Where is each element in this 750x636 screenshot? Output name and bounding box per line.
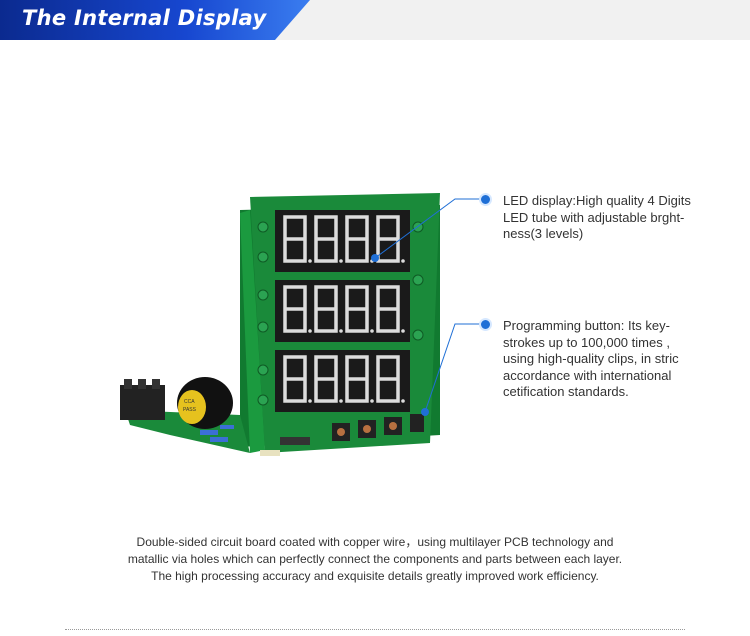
led-digit [314,285,338,333]
programming-buttons [332,414,424,441]
led-decimal-point [370,259,374,263]
header-tab [0,0,310,40]
led-decimal-point [401,399,405,403]
led-digit [314,215,338,263]
led-digit [345,215,369,263]
svg-text:PASS: PASS [183,407,197,413]
caption-line: Double-sided circuit board coated with c… [136,535,614,549]
callout-line: using high-quality clips, in stric [503,351,679,366]
callout-bullet-programming [479,318,492,331]
led-digit [283,355,307,403]
page-title: The Internal Display [22,6,267,30]
led-digit [376,355,400,403]
led-decimal-point [401,259,405,263]
led-decimal-point [370,399,374,403]
led-digit [345,285,369,333]
callout-line: Programming button: Its key- [503,318,670,333]
led-decimal-point [308,329,312,333]
led-digit [376,285,400,333]
caption-line: matallic via holes which can perfectly c… [127,552,623,566]
callout-line: LED display:High quality 4 Digits [503,193,691,208]
led-decimal-point [339,399,343,403]
callout-line: cetification standards. [503,384,629,399]
led-decimal-point [370,329,374,333]
led-digit [345,355,369,403]
led-decimal-point [339,259,343,263]
svg-text:CCA: CCA [184,399,195,405]
callout-line: LED tube with adjustable brght- [503,209,685,225]
led-decimal-point [401,329,405,333]
led-digit [314,355,338,403]
led-decimal-point [308,399,312,403]
led-decimal-point [339,329,343,333]
callout-programming-button: Programming button: Its key- strokes up … [503,318,728,401]
pcb-board-image: CCA PASS [120,193,440,456]
caption-line: The high processing accuracy and exquisi… [151,569,599,583]
callout-line: accordance with international [503,367,672,383]
led-decimal-point [308,259,312,263]
caption: Double-sided circuit board coated with c… [60,534,690,585]
callout-led-display: LED display:High quality 4 Digits LED tu… [503,193,728,243]
callout-bullet-led [479,193,492,206]
led-digit [283,285,307,333]
led-digit [283,215,307,263]
callout-line: strokes up to 100,000 times , [503,334,670,350]
callout-line: ness(3 levels) [503,226,584,241]
divider [65,629,685,630]
